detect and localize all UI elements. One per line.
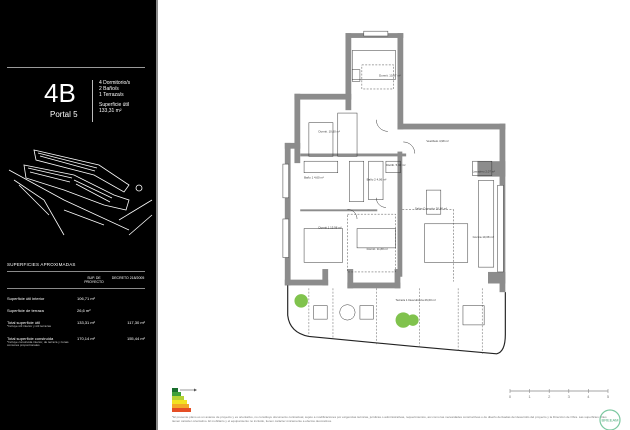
room-label: Distrib. 5,90 m² (386, 163, 406, 167)
spec-terraces: 1 Terraza/s (99, 92, 124, 98)
breeam-badge-icon: BREEAM (599, 409, 621, 430)
scale-tick: 0 (509, 394, 512, 399)
useful-area-value: 133,31 m² (99, 108, 122, 114)
room-label: Dormit. 11,88 m² (367, 247, 388, 251)
unit-specs: 4 Dormitorio/s 2 Baño/s 1 Terraza/s Supe… (99, 80, 130, 114)
surfaces-table: SUP. DE PROYECTO DECRETO 218/2005 Superf… (7, 276, 145, 348)
disclaimer-text: *El presente plano es un avance de proye… (172, 415, 607, 423)
room-label: Baño 1 4,60 m² (304, 176, 324, 180)
table-row: Total superficie construida *Incluye con… (7, 335, 145, 347)
portal-label: Portal 5 (50, 110, 78, 119)
room-label: Dormit. 10,87 m² (379, 73, 400, 77)
scale-tick: 4 (587, 394, 590, 399)
room-label: Lavadero 2,07 m² (473, 170, 496, 174)
svg-text:BREEAM: BREEAM (602, 418, 619, 423)
room-label: Salón-Comedor 26,86 m² (415, 206, 447, 210)
energy-rating-chart (172, 388, 197, 412)
scale-tick: 1 (528, 394, 531, 399)
room-label: Dormit.1 15,98 m² (319, 226, 342, 230)
spec-bathrooms: 2 Baño/s (99, 86, 119, 92)
surfaces-header: SUP. DE PROYECTO DECRETO 218/2005 (7, 276, 145, 284)
room-label: Terraza 1 Descubierta 26,60 m² (396, 298, 436, 302)
useful-area-label: Superficie útil (99, 102, 130, 108)
site-map-image (8, 149, 153, 236)
info-panel: 4B Portal 5 4 Dormitorio/s 2 Baño/s 1 Te… (0, 0, 158, 430)
col-decree: DECRETO 218/2005 (111, 276, 145, 280)
surfaces-title: SUPERFICIES APROXIMADAS (7, 262, 76, 267)
room-label: Dormit. 10,60 m² (319, 129, 340, 133)
col-project: SUP. DE PROYECTO (84, 276, 104, 284)
divider (7, 67, 145, 68)
divider (7, 271, 145, 272)
room-label: Cocina 10,08 m² (473, 235, 494, 239)
table-row: Superficie de terraza 26,6 m² (7, 308, 91, 313)
table-row: Total superficie útil *Incluye útil inte… (7, 320, 145, 328)
divider (92, 80, 93, 122)
scale-tick: 2 (548, 394, 551, 399)
room-label: Baño 2 4,06 m² (367, 177, 387, 181)
room-label: Vestíbulo 4,98 m² (426, 139, 448, 143)
floor-plan: Dormit. 10,87 m² Dormit. 10,60 m² Distri… (282, 30, 506, 355)
scale-tick: 3 (568, 394, 571, 399)
spec-bedrooms: 4 Dormitorio/s (99, 80, 131, 86)
table-row: Superficie útil interior 106,71 m² (7, 296, 96, 301)
scale-tick: 5 (607, 394, 610, 399)
unit-code: 4B (44, 78, 76, 108)
scale-bar: 0 1 2 3 4 5 (509, 389, 610, 399)
